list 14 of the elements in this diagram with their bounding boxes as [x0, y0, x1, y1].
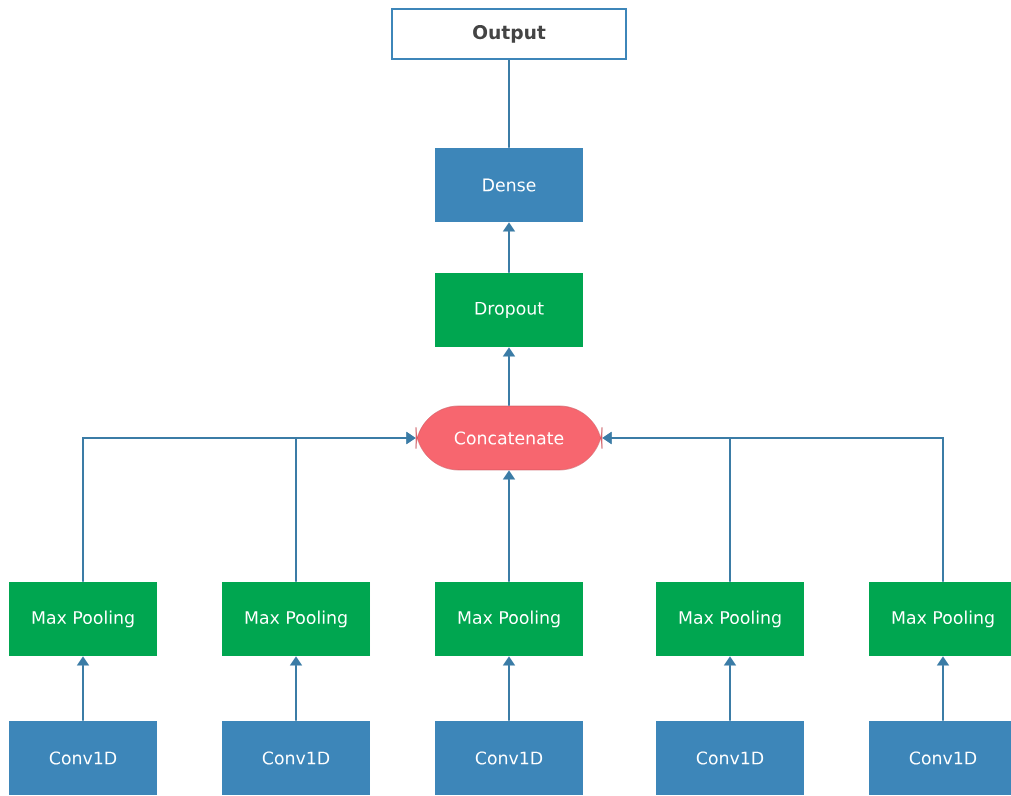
layer-box: Max Pooling	[222, 582, 370, 656]
layer-box: Dropout	[435, 273, 583, 347]
layer-box: Conv1D	[869, 721, 1011, 795]
layer-box: Conv1D	[656, 721, 804, 795]
layer-box: Conv1D	[9, 721, 157, 795]
layer-box: Conv1D	[222, 721, 370, 795]
output-box: Output	[391, 8, 627, 60]
layer-box: Dense	[435, 148, 583, 222]
layer-box: Max Pooling	[435, 582, 583, 656]
layer-box: Max Pooling	[656, 582, 804, 656]
layer-box: Max Pooling	[869, 582, 1011, 656]
concatenate-pill: Concatenate	[415, 405, 603, 471]
layer-box: Conv1D	[435, 721, 583, 795]
layer-box: Max Pooling	[9, 582, 157, 656]
